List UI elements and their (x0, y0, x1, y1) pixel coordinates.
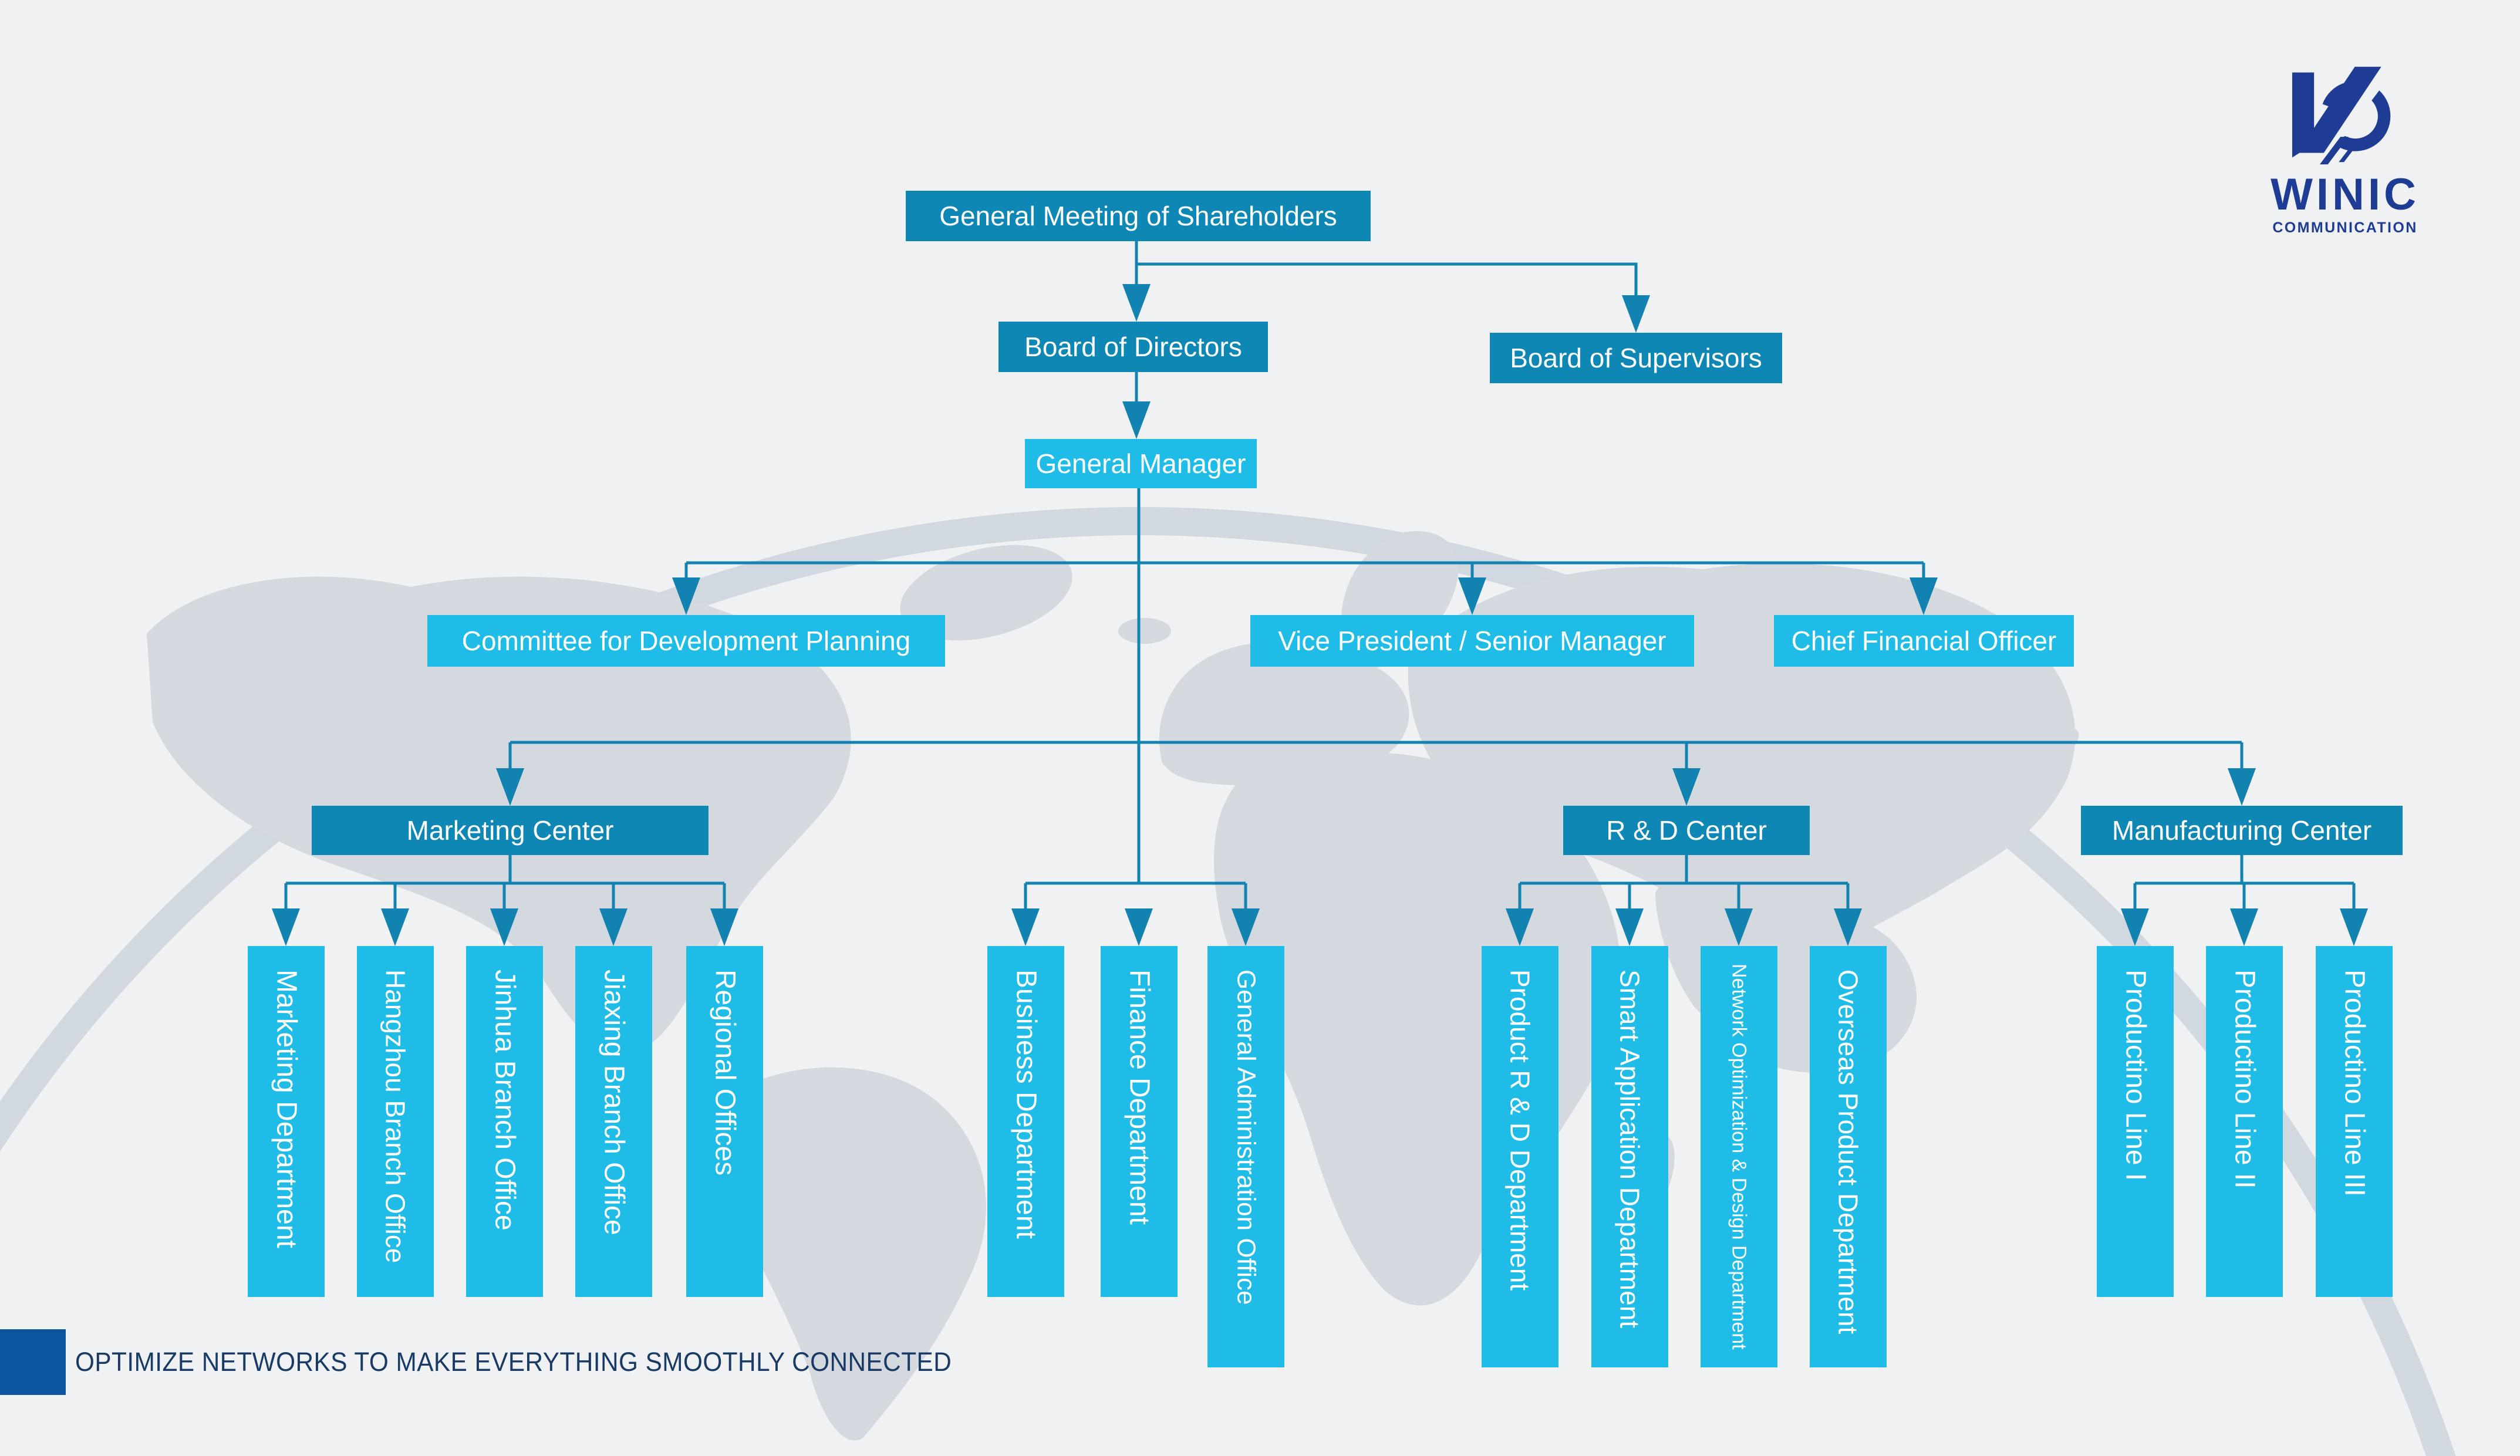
node-smart-application-department: Smart Application Department (1591, 946, 1668, 1367)
node-rd-center: R & D Center (1563, 806, 1810, 855)
node-marketing-department: Marketing Department (248, 946, 325, 1297)
node-product-rd-department: Product R & D Department (1482, 946, 1558, 1367)
node-finance-department: Finance Department (1101, 946, 1178, 1297)
node-label: Finance Department (1124, 969, 1155, 1225)
node-overseas-product-department: Overseas Product Department (1810, 946, 1887, 1367)
node-manufacturing-center: Manufacturing Center (2081, 806, 2403, 855)
node-label: Jinhua Branch Office (489, 969, 521, 1231)
node-jiaxing-branch-office: Jiaxing Branch Office (575, 946, 652, 1297)
tagline-text: OPTIMIZE NETWORKS TO MAKE EVERYTHING SMO… (75, 1347, 952, 1377)
node-production-line-3: Productino Line III (2316, 946, 2393, 1297)
node-committee-for-development-planning: Committee for Development Planning (427, 615, 945, 667)
node-label: Business Department (1010, 969, 1042, 1239)
node-general-manager: General Manager (1025, 439, 1257, 488)
node-label: Hangzhou Branch Office (380, 969, 411, 1264)
node-label: Productino Line II (2229, 969, 2261, 1189)
node-label: Regional Offices (709, 969, 741, 1176)
node-marketing-center: Marketing Center (312, 806, 709, 855)
arrowheads (272, 284, 2368, 946)
node-business-department: Business Department (987, 946, 1064, 1297)
node-label: Productino Line III (2339, 969, 2370, 1197)
logo-wordmark: WINIC (2271, 170, 2420, 219)
node-label: General Administration Office (1232, 969, 1261, 1305)
node-production-line-2: Productino Line II (2206, 946, 2283, 1297)
logo-subtitle: COMMUNICATION (2272, 219, 2418, 236)
node-jinhua-branch-office: Jinhua Branch Office (466, 946, 543, 1297)
node-network-optimization-design-department: Network Optimization & Design Department (1701, 946, 1777, 1367)
node-label: Productino Line I (2120, 969, 2151, 1181)
node-label: Jiaxing Branch Office (598, 969, 630, 1235)
node-label: Smart Application Department (1614, 969, 1645, 1329)
company-logo: WINIC COMMUNICATION (2257, 59, 2433, 235)
node-board-of-directors: Board of Directors (998, 322, 1268, 372)
node-hangzhou-branch-office: Hangzhou Branch Office (357, 946, 434, 1297)
tagline-accent-square (0, 1329, 66, 1395)
node-general-meeting-of-shareholders: General Meeting of Shareholders (906, 191, 1371, 241)
node-label: Overseas Product Department (1833, 969, 1864, 1335)
node-chief-financial-officer: Chief Financial Officer (1774, 615, 2074, 667)
node-vice-president-senior-manager: Vice President / Senior Manager (1250, 615, 1694, 667)
node-label: Network Optimization & Design Department (1728, 964, 1750, 1350)
node-general-administration-office: General Administration Office (1207, 946, 1284, 1367)
winic-logo-icon (2292, 65, 2391, 165)
node-production-line-1: Productino Line I (2097, 946, 2174, 1297)
node-board-of-supervisors: Board of Supervisors (1490, 333, 1782, 383)
node-label: Product R & D Department (1504, 969, 1536, 1291)
node-regional-offices: Regional Offices (686, 946, 763, 1297)
node-label: Marketing Department (271, 969, 302, 1248)
